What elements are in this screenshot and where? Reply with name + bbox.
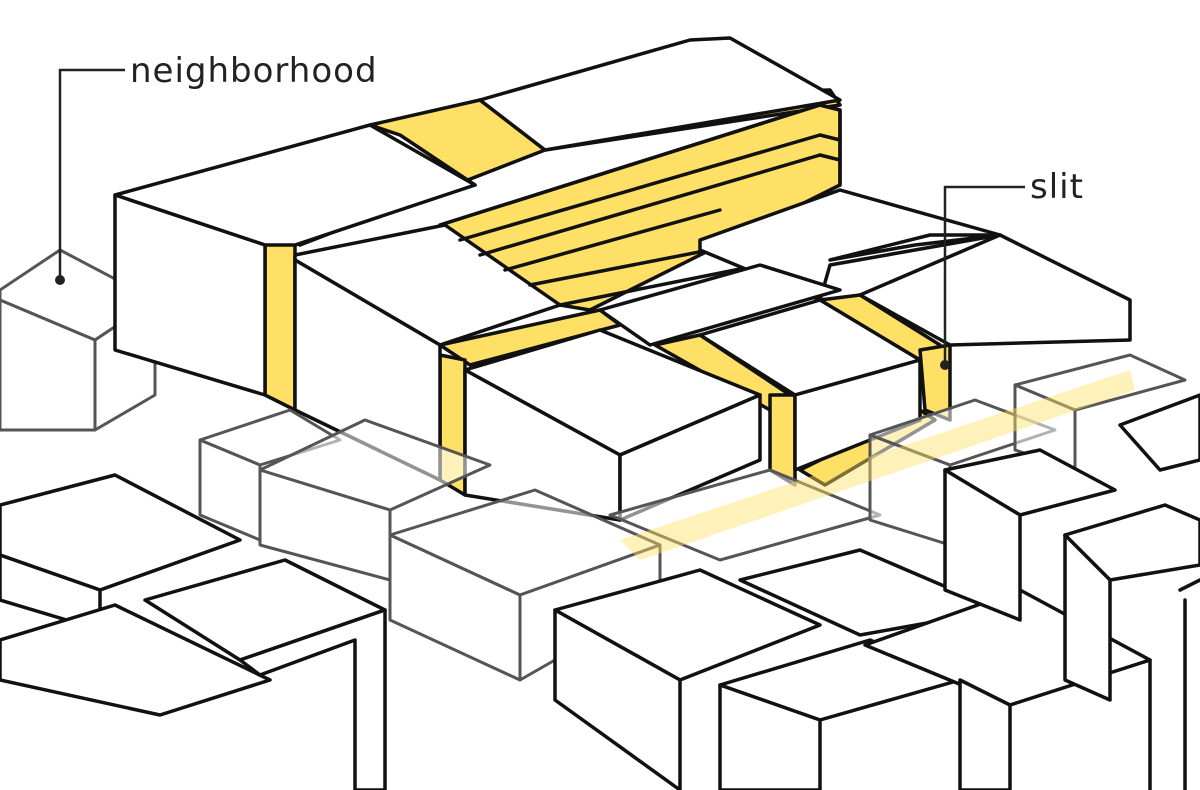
hero-building [113,36,1132,522]
ghost-blocks [198,353,1187,682]
label-slit-text: slit [1030,167,1084,207]
label-neighborhood-text: neighborhood [130,51,378,91]
label-slit: slit [940,167,1084,370]
foreground-blocks [0,393,1200,790]
label-neighborhood: neighborhood [55,51,378,285]
